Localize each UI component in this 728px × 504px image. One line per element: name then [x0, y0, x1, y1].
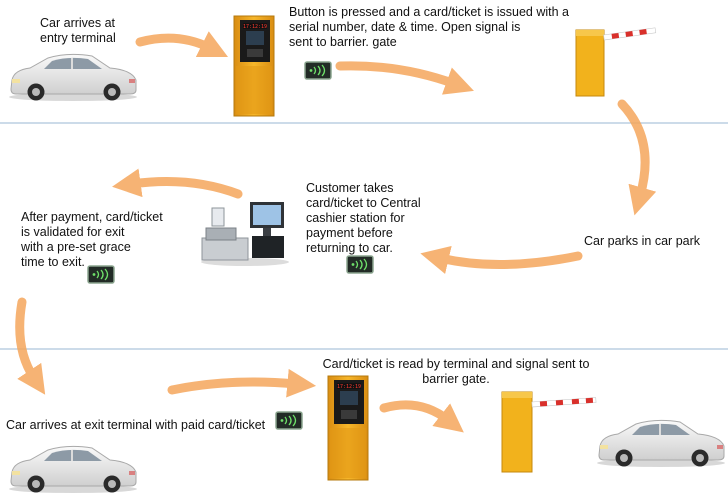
entry-caption: Car arrives at entry terminal	[40, 16, 116, 45]
flow-arrow-ticket	[335, 61, 474, 95]
flow-arrow-terminal-to-barrier	[379, 400, 464, 433]
flow-arrow-to-exit	[15, 297, 46, 395]
terminal-display: 17:12:19	[243, 24, 267, 30]
card-reader-icon-cashier	[346, 255, 374, 274]
ticket-terminal-icon-entry: 17:12:19	[233, 15, 275, 117]
validate-caption: After payment, card/ticket is validated …	[21, 210, 163, 269]
cashier-caption: Customer takes card/ticket to Central ca…	[306, 181, 421, 255]
card-reader-icon-exit	[275, 411, 303, 430]
cashier-station-icon	[201, 202, 289, 266]
ticket-caption: Button is pressed and a card/ticket is i…	[289, 5, 570, 49]
ticket-terminal-icon-exit: 17:12:19	[327, 375, 369, 481]
flow-arrow-exit-to-terminal	[167, 368, 317, 398]
card-reader-icon-entry	[304, 61, 332, 80]
barrier-gate-icon-entry	[575, 27, 657, 97]
terminal-display: 17:12:19	[337, 384, 361, 390]
flow-arrow-park-to-cashier	[420, 245, 583, 274]
barrier-gate-icon-exit	[501, 391, 597, 473]
car-icon-entry	[8, 53, 138, 102]
car-icon-leaving	[596, 419, 726, 468]
park-caption: Car parks in car park	[584, 234, 701, 248]
flow-arrow-entry	[135, 31, 229, 58]
flow-arrow-cashier-to-validate	[112, 168, 243, 199]
flow-arrow-to-park	[617, 99, 657, 216]
read-caption: Card/ticket is read by terminal and sign…	[322, 357, 590, 386]
exit-caption: Car arrives at exit terminal with paid c…	[6, 418, 266, 432]
car-icon-exit	[8, 445, 138, 494]
